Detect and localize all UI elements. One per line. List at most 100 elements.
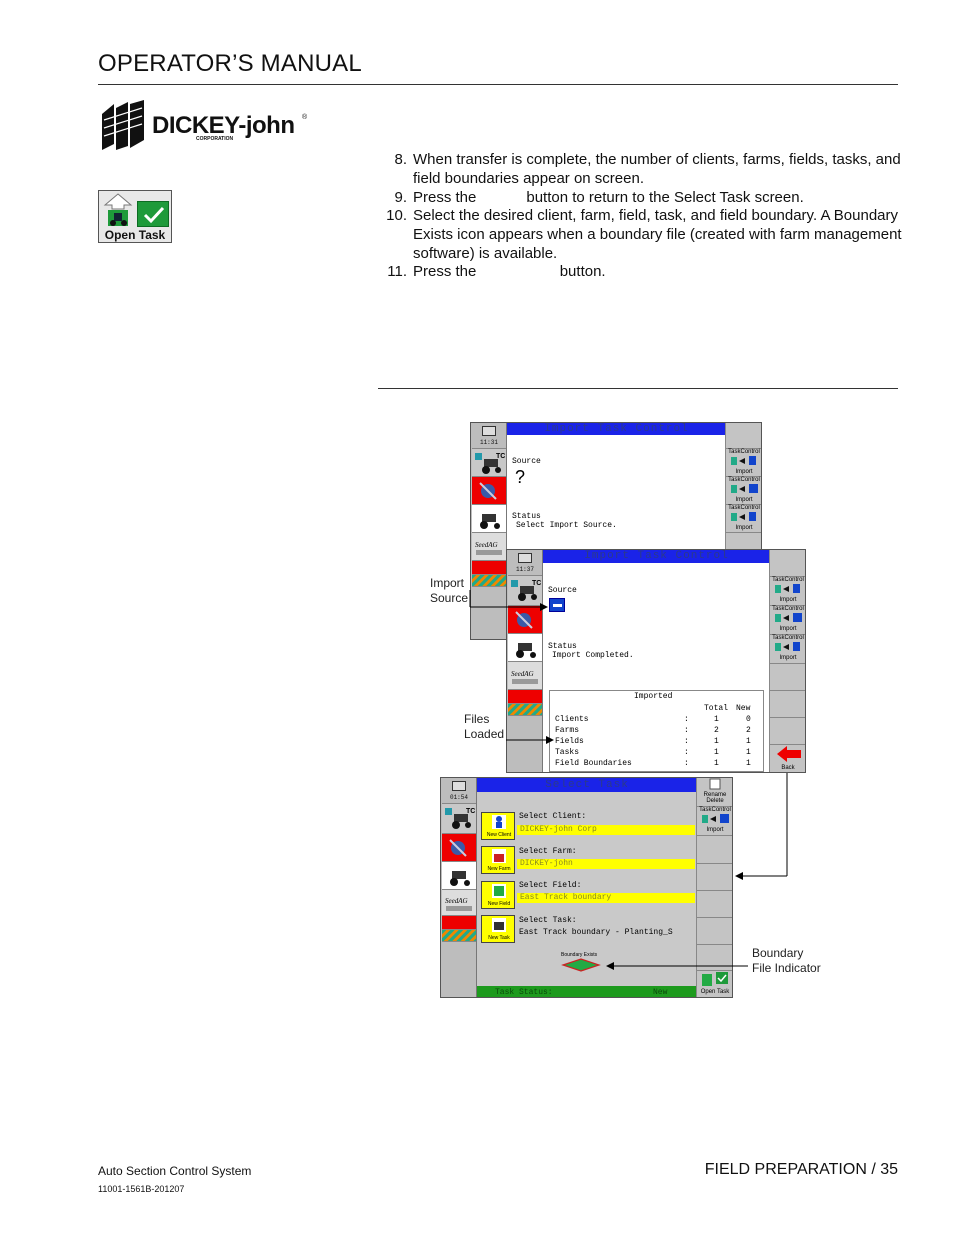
button-label: Import (779, 626, 797, 632)
right-toolbar: TaskControl Import TaskControl Import Ta… (769, 550, 805, 772)
back-label: Back (781, 765, 795, 771)
logo-registered: ® (302, 114, 308, 121)
import-button[interactable]: TaskControl Import (697, 807, 732, 836)
step-11: 11. Press the button. (383, 262, 903, 282)
import-button-serial[interactable]: TaskControl Import (770, 606, 805, 635)
status-label: Status (548, 642, 577, 651)
back-button[interactable]: Back (770, 745, 805, 772)
screen-select-task: 01:54 TC SeedAG Select Task New Client S… (440, 777, 733, 998)
tc-tractor-icon[interactable]: TC (472, 449, 506, 477)
client-label: Select Client: (519, 812, 587, 821)
satellite-icon[interactable] (508, 606, 542, 634)
row-name: Tasks (555, 748, 580, 757)
row-name: Field Boundaries (555, 759, 632, 768)
button-label: Import (779, 597, 797, 603)
rename-delete-label: Rename Delete (703, 792, 727, 804)
new-task-button[interactable]: New Task (481, 915, 515, 943)
right-blank (697, 836, 732, 864)
button-label: TaskControl (728, 505, 760, 511)
import-button-card[interactable]: TaskControl Import (770, 635, 805, 664)
red-ag-icon[interactable] (472, 561, 506, 575)
row-colon: : (684, 726, 689, 735)
svg-text:SeedAG: SeedAG (475, 541, 498, 549)
right-blank (697, 864, 732, 891)
annotation-line: Files (464, 712, 490, 726)
seedag-icon[interactable]: SeedAG (442, 890, 476, 916)
clock: 01:54 (449, 794, 468, 801)
annotation-files-loaded: Files Loaded (464, 712, 504, 742)
screen-content: New Client Select Client: DICKEY-john Co… (477, 792, 697, 986)
left-toolbar: 11:31 TC SeedAG (471, 423, 507, 639)
task-status-value: New (653, 988, 668, 997)
step-9: 9. Press the button to return to the Sel… (383, 188, 903, 208)
step-10: 10. Select the desired client, farm, fie… (383, 206, 903, 264)
stripe-icon (442, 930, 476, 942)
footer-doc-number: 11001-1561B-201207 (98, 1184, 185, 1194)
col-total: Total (704, 704, 729, 713)
clock-cell: 11:37 (508, 550, 542, 576)
tractor-icon[interactable] (442, 862, 476, 890)
import-button-serial[interactable]: TaskControl Import (726, 477, 761, 505)
new-farm-button[interactable]: New Farm (481, 846, 515, 874)
status-value: Import Completed. (552, 651, 634, 660)
row-colon: : (684, 715, 689, 724)
source-label: Source (548, 586, 577, 595)
annotation-line: Boundary (752, 946, 804, 960)
right-blank (770, 550, 805, 577)
back-arrow-icon (777, 746, 801, 762)
rename-delete-button[interactable]: Rename Delete (697, 778, 732, 807)
step-number: 9. (394, 189, 407, 206)
field-value[interactable]: East Track boundary (517, 893, 695, 903)
open-task-button[interactable]: Open Task (697, 971, 732, 997)
farm-value[interactable]: DICKEY-john (517, 859, 695, 869)
left-toolbar: 11:37 TC SeedAG (507, 550, 543, 772)
logo-sub: CORPORATION (196, 136, 234, 142)
row-new: 1 (746, 759, 751, 768)
right-blank (697, 891, 732, 918)
open-task-icon: Open Task (98, 190, 172, 243)
seedag-icon[interactable]: SeedAG (508, 662, 542, 690)
clock-cell: 11:31 (472, 423, 506, 449)
new-field-button[interactable]: New Field (481, 881, 515, 909)
task-value[interactable]: East Track boundary - Planting_S (519, 928, 673, 937)
check-icon (137, 201, 169, 227)
clock-cell: 01:54 (442, 778, 476, 804)
annotation-import-source: Import Source (430, 576, 468, 606)
new-task-label: New Task (488, 935, 510, 941)
field-label: Select Field: (519, 881, 582, 890)
satellite-icon[interactable] (442, 834, 476, 862)
new-client-button[interactable]: New Client (481, 812, 515, 840)
usb-source-icon (549, 598, 565, 612)
logo-text: DICKEY-john (152, 112, 295, 139)
source-label: Source (512, 457, 541, 466)
row-name: Farms (555, 726, 580, 735)
step-8: 8. When transfer is complete, the number… (383, 150, 903, 190)
annotation-boundary-indicator: Boundary File Indicator (752, 946, 821, 976)
row-new: 2 (746, 726, 751, 735)
client-value[interactable]: DICKEY-john Corp (517, 825, 695, 835)
tractor-icon[interactable] (472, 505, 506, 533)
import-button-card[interactable]: TaskControl Import (726, 505, 761, 533)
clock: 11:37 (515, 566, 534, 573)
dickey-john-logo: DICKEY-john ® CORPORATION (98, 100, 358, 152)
tc-tractor-icon[interactable]: TC (442, 804, 476, 834)
page-header-title: OPERATOR’S MANUAL (98, 50, 362, 77)
task-status-label: Task Status: (495, 988, 553, 997)
red-ag-icon[interactable] (508, 690, 542, 704)
tc-tractor-icon[interactable]: TC (508, 576, 542, 606)
row-total: 1 (714, 737, 719, 746)
import-button-usb[interactable]: TaskControl Import (770, 577, 805, 606)
import-button-usb[interactable]: TaskControl Import (726, 449, 761, 477)
seedag-icon[interactable]: SeedAG (472, 533, 506, 561)
tractor-icon[interactable] (508, 634, 542, 662)
footer-product: Auto Section Control System (98, 1164, 252, 1178)
svg-text:TC: TC (532, 580, 541, 587)
red-ag-icon[interactable] (442, 916, 476, 930)
step-number: 11. (387, 263, 407, 280)
satellite-icon[interactable] (472, 477, 506, 505)
svg-text:TC: TC (496, 453, 505, 460)
header-rule (98, 84, 898, 85)
right-blank (770, 718, 805, 745)
new-farm-label: New Farm (487, 866, 511, 872)
